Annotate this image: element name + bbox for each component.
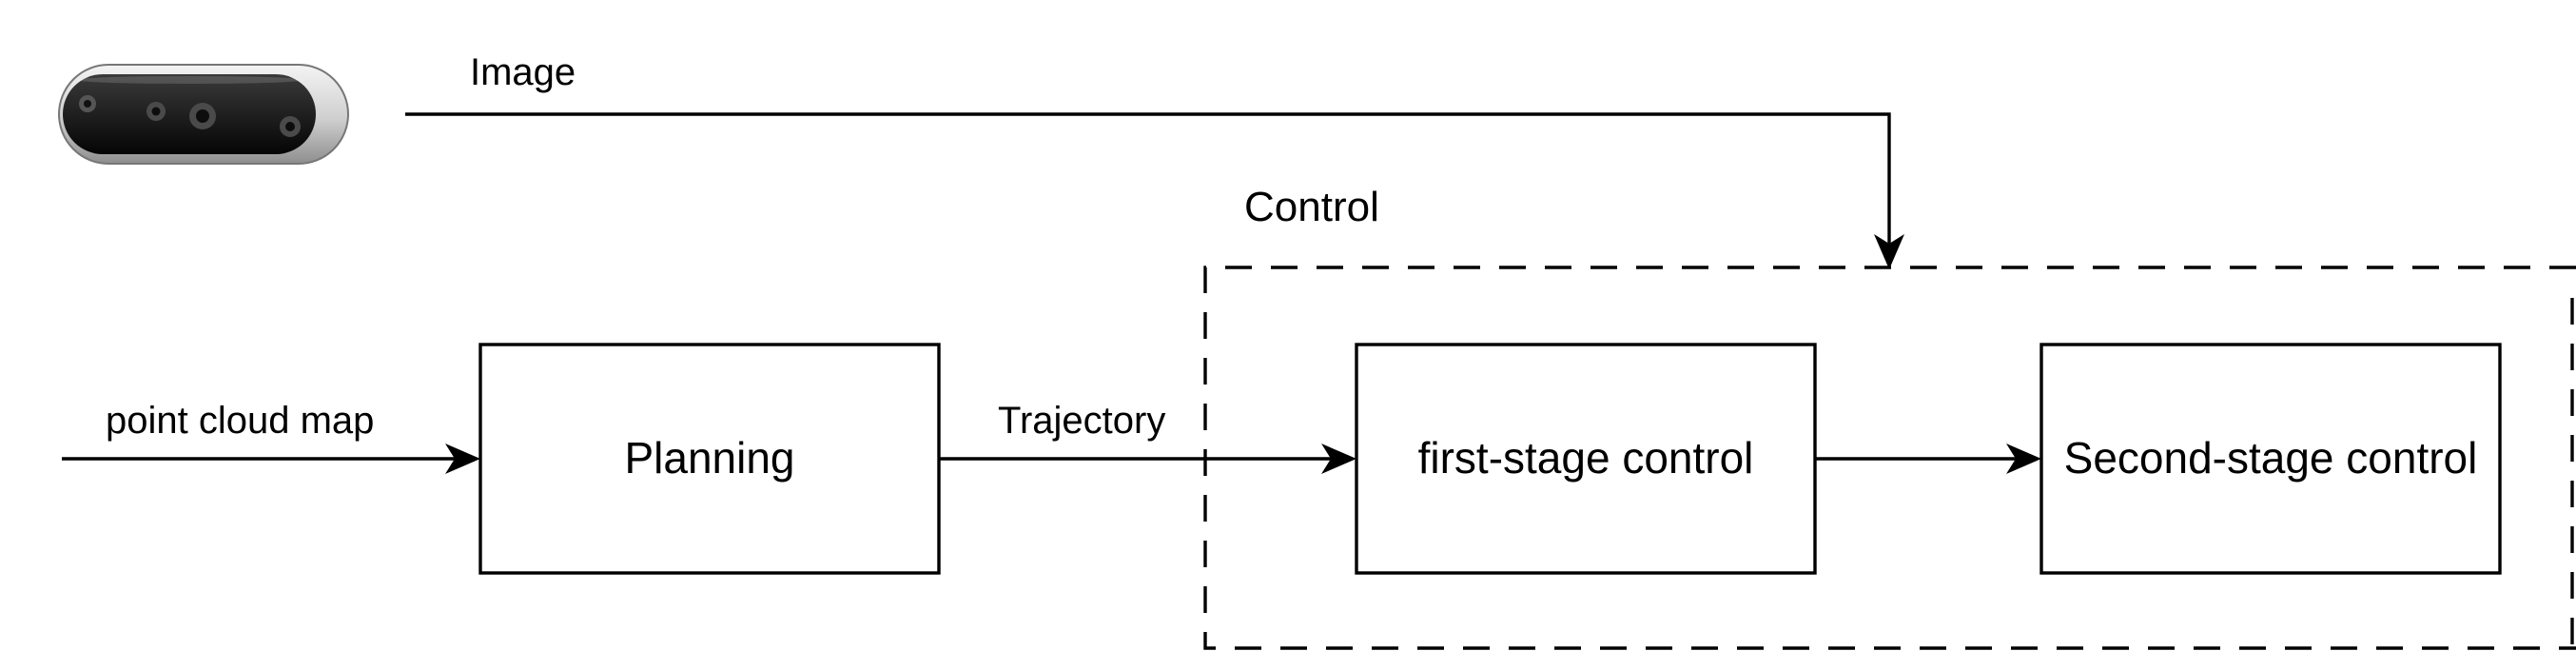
planning-label: Planning	[624, 433, 794, 483]
point-cloud-arrowhead	[445, 444, 480, 474]
second-stage-node	[2039, 343, 2502, 575]
image-label: Image	[470, 51, 576, 93]
depth-camera-icon	[58, 64, 349, 165]
image-arrowhead	[1874, 234, 1904, 269]
first-stage-node	[1355, 343, 1817, 575]
second-stage-label: Second-stage control	[2064, 433, 2478, 483]
trajectory-arrowhead	[1321, 444, 1356, 474]
trajectory-label: Trajectory	[998, 400, 1165, 442]
stage-arrowhead	[2006, 444, 2041, 474]
planning-node	[478, 343, 941, 575]
point-cloud-label: point cloud map	[106, 400, 374, 442]
first-stage-label: first-stage control	[1418, 433, 1754, 483]
image-connector	[405, 112, 1891, 257]
control-group-label: Control	[1244, 184, 1379, 230]
